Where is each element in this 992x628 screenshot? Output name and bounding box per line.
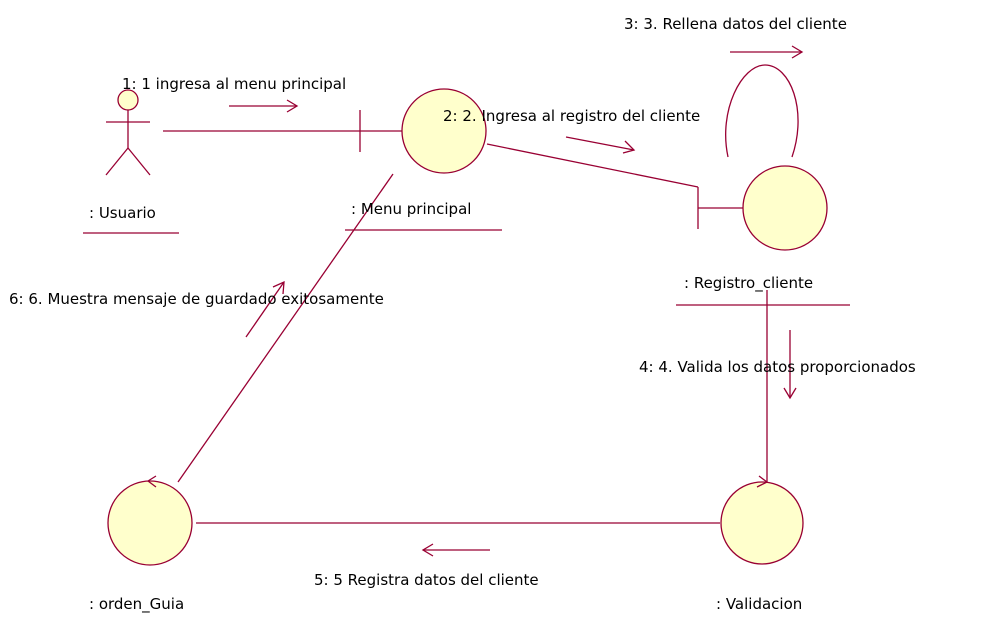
arrow-m1 — [229, 99, 299, 113]
object-label-registro-cliente: : Registro_cliente — [684, 274, 813, 293]
boundary-icon — [697, 165, 828, 251]
actor-icon — [105, 89, 151, 176]
message-label-m2: 2: 2. Ingresa al registro del cliente — [443, 107, 700, 125]
object-label-menu-principal: : Menu principal — [351, 200, 471, 218]
message-label-m3: 3: 3. Rellena datos del cliente — [624, 15, 847, 33]
arrow-m3 — [730, 45, 804, 59]
message-label-m5: 5: 5 Registra datos del cliente — [314, 571, 539, 589]
control-icon — [107, 475, 193, 566]
object-label-orden-guia: : orden_Guia — [89, 595, 184, 614]
self-link-registro — [725, 64, 799, 158]
arrow-m2 — [565, 136, 636, 154]
object-label-usuario: : Usuario — [89, 204, 156, 222]
object-label-validacion: : Validacion — [716, 595, 802, 613]
arrow-m6 — [245, 280, 285, 338]
message-label-m1: 1: 1 ingresa al menu principal — [122, 75, 346, 93]
message-label-m4: 4: 4. Valida los datos proporcionados — [639, 358, 916, 376]
arrow-m4 — [783, 330, 797, 400]
link-orden-menu — [177, 173, 394, 483]
arrow-m5 — [421, 543, 490, 557]
message-label-m6: 6: 6. Muestra mensaje de guardado exitos… — [9, 290, 384, 308]
control-icon — [720, 475, 804, 565]
link-menu-registro — [486, 143, 699, 188]
boundary-icon — [359, 88, 487, 174]
